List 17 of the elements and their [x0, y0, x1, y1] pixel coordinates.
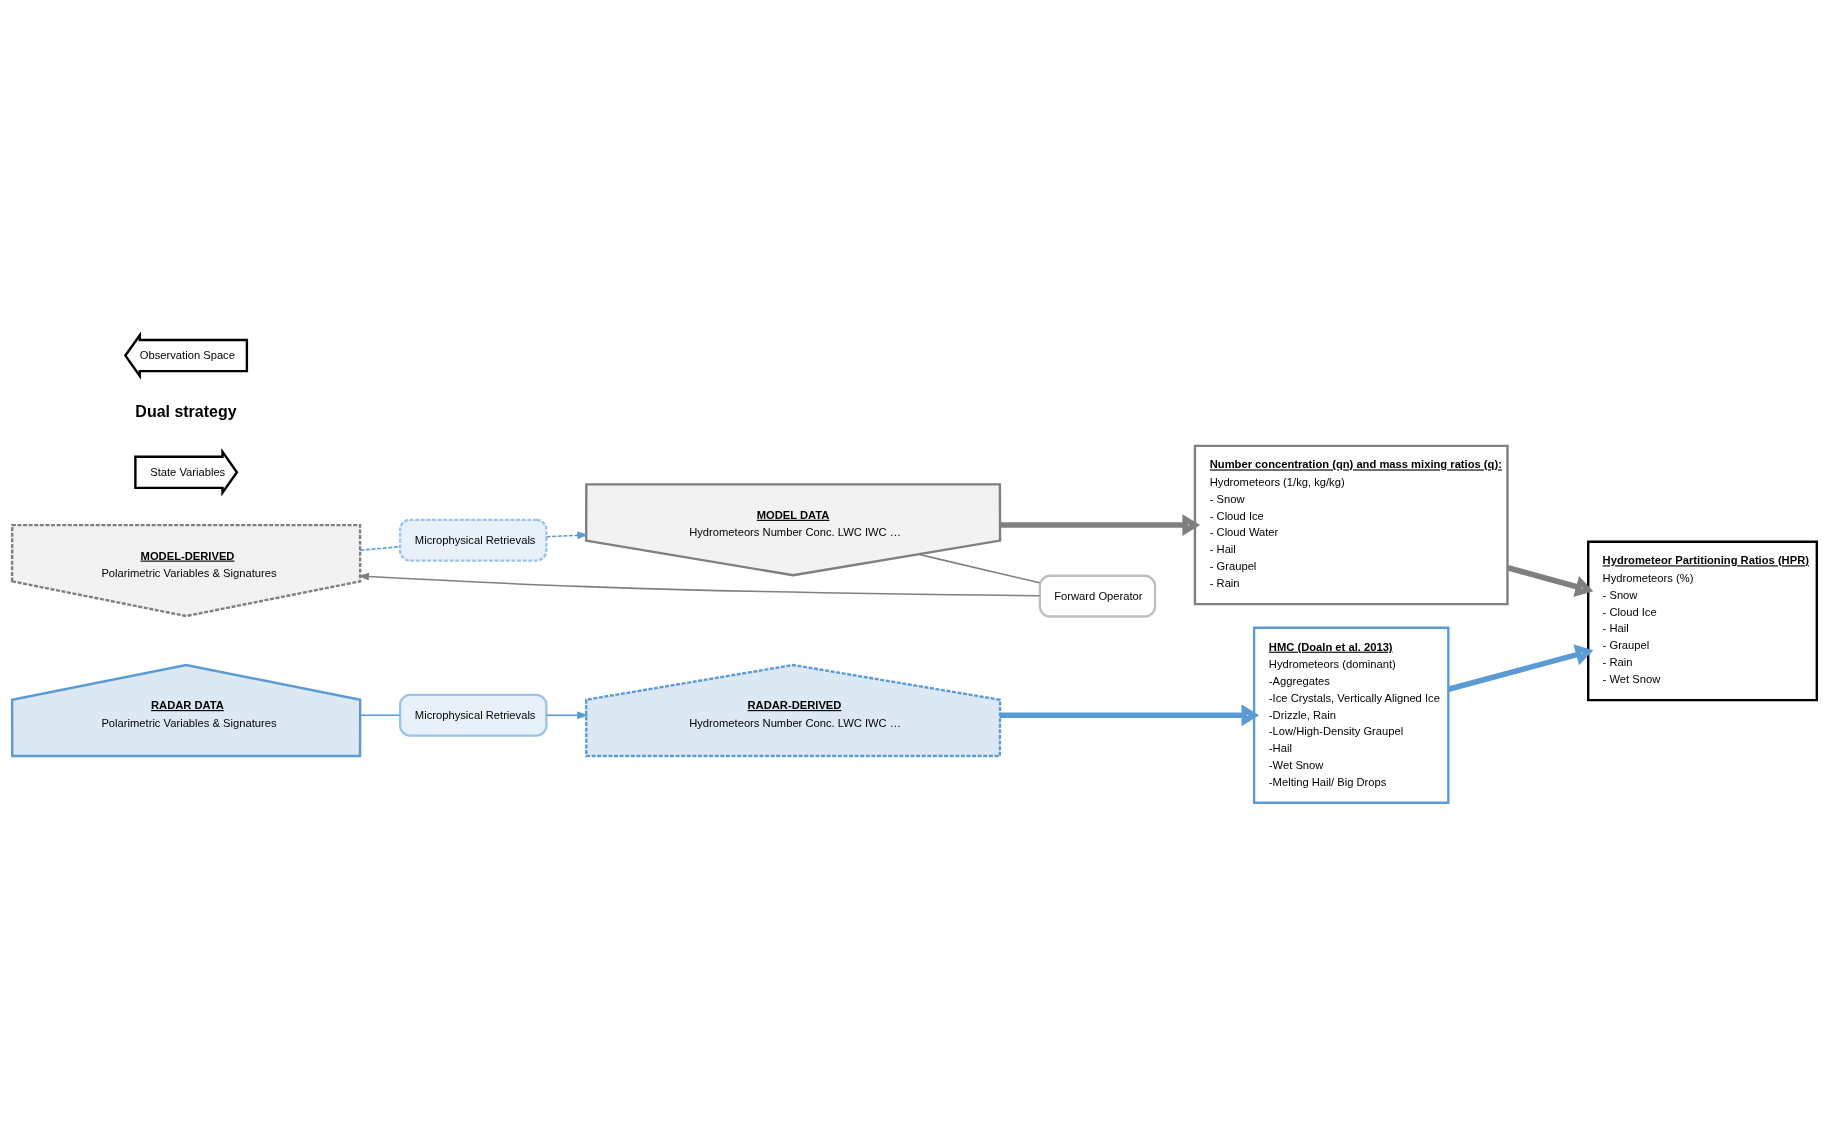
arrow	[1506, 564, 1594, 597]
connector	[359, 545, 401, 551]
node-box: Hydrometeor Partitioning Ratios (HPR) Hydrometeors (%) - Snow - Cloud Ice - Hail - Graupel - Rain - Wet Snow	[1587, 540, 1818, 701]
node-box: Number concentration (qn) and mass mixing ratios (q): Hydrometeors (1/kg, kg/kg) - Snow - Cloud Ice - Cloud Water - Hail - Graupel - Rain	[1193, 444, 1509, 605]
arrow	[357, 572, 1041, 596]
node-box: Microphysical Retrievals	[398, 518, 548, 562]
connector	[359, 714, 401, 716]
arrow	[999, 703, 1260, 726]
arrow	[1447, 643, 1594, 692]
connector	[917, 553, 1041, 584]
arrow	[999, 513, 1201, 536]
node-box: Forward Operator	[1038, 574, 1157, 618]
arrow	[545, 530, 589, 539]
node-box: Microphysical Retrievals	[398, 693, 548, 737]
label: Dual strategy	[135, 402, 237, 420]
arrow	[545, 710, 589, 719]
node-box: HMC (Doaln et al. 2013) Hydrometeors (dominant) -Aggregates -Ice Crystals, Vertically Aligned Ice -Drizzle, Rain -Low/High-Density Graupel -Hail -Wet Snow -Melting Hail/ Big Drops	[1252, 626, 1450, 804]
